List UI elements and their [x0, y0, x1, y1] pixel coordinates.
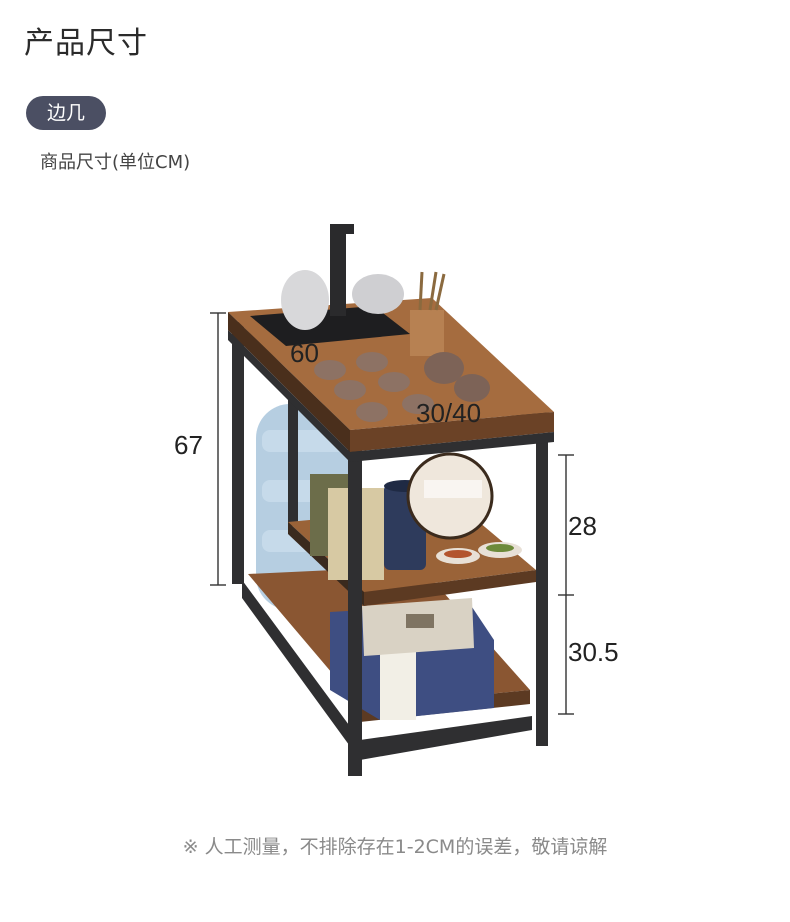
frame-back [232, 322, 298, 584]
width-label: 30/40 [416, 398, 482, 428]
storage-boxes-icon [330, 598, 494, 720]
depth-label: 60 [290, 338, 319, 368]
tea-tins-icon [310, 452, 522, 580]
size-unit-caption: 商品尺寸(单位CM) [40, 152, 191, 173]
lower-gap-label: 30.5 [568, 637, 619, 667]
height-total-label: 67 [174, 430, 203, 460]
category-badge: 边几 [26, 96, 106, 130]
measurement-disclaimer: ※ 人工测量，不排除存在1-2CM的误差，敬请谅解 [182, 836, 608, 858]
upper-gap-label: 28 [568, 511, 597, 541]
tea-set-icon [250, 224, 490, 422]
frame-front [348, 440, 548, 776]
page-title: 产品尺寸 [24, 26, 148, 61]
